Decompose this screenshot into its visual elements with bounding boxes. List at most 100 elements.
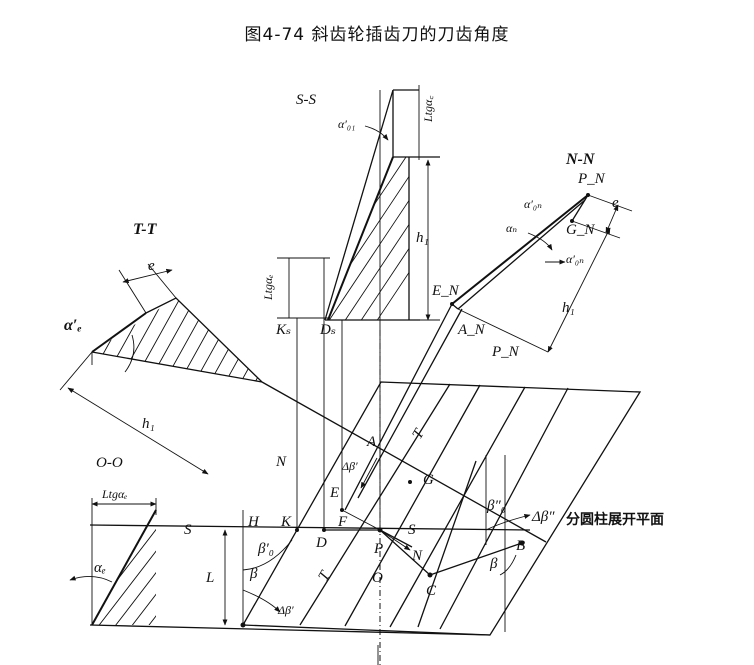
label-n-low: N	[411, 548, 423, 564]
section-nn: N-N P_N α′₀ₙ e G_N αₙ α′₀ₙ E_N h₁ A_N P_…	[431, 151, 633, 360]
nn-alpha-arc	[527, 232, 553, 251]
label-delta-beta-low: Δβ′	[277, 603, 294, 617]
label-en: E_N	[431, 283, 460, 299]
label-h1-ss: h₁	[416, 230, 429, 246]
helix-lines	[299, 383, 569, 630]
label-b: B	[516, 538, 525, 554]
tt-alpha-arc	[124, 334, 135, 373]
f-line	[341, 509, 381, 531]
label-ks: Kₛ	[275, 322, 291, 338]
k-point	[295, 528, 299, 532]
d-point	[322, 528, 326, 532]
nn-projectors	[344, 303, 463, 511]
label-t-upper: T	[410, 425, 429, 442]
n-arrow	[379, 529, 411, 551]
c-point	[427, 572, 433, 578]
oo-alpha-arc	[69, 575, 113, 583]
section-ss: S-S α′₀₁ Ltgα꜀ h₁ Ltgαₑ Kₛ Dₛ	[261, 85, 440, 338]
label-h1-nn: h₁	[562, 300, 575, 316]
label-t-lower: T	[316, 567, 335, 584]
label-an: A_N	[457, 322, 486, 338]
label-c: C	[426, 583, 437, 599]
label-beta0-2: β″₀	[486, 498, 506, 514]
label-alpha01: α′₀₁	[338, 117, 355, 131]
ss-rake-line	[324, 89, 394, 321]
label-p: P	[373, 541, 383, 557]
label-gn: G_N	[566, 222, 595, 238]
label-ltg-alpha-e-left: Ltgαₑ	[101, 487, 127, 501]
plane-outline	[241, 381, 642, 636]
label-beta0-1: β′₀	[257, 541, 274, 557]
oo-flank	[91, 509, 157, 626]
corner-point	[240, 622, 246, 628]
dpn-line	[324, 529, 413, 548]
ss-dim-ltg-e	[277, 257, 330, 319]
tt-hatch	[101, 298, 262, 382]
tt-top-edge	[145, 297, 263, 383]
nn-dim-h1	[547, 227, 611, 353]
tt-dim-e	[122, 268, 173, 284]
oo-hatch	[92, 510, 156, 625]
figure-caption: 图4-74 斜齿轮插齿刀的刀齿角度	[244, 25, 510, 45]
label-e-tt: e	[148, 258, 155, 274]
label-d: D	[315, 535, 327, 551]
nn-base	[457, 308, 549, 353]
label-oo: O-O	[96, 455, 123, 471]
label-beta-right: β	[489, 556, 498, 572]
section-oo: O-O Ltgαₑ S αₑ	[69, 455, 192, 626]
tt-ext	[59, 351, 93, 391]
beta0-2-arc	[485, 513, 531, 531]
nn-face-1	[451, 194, 589, 305]
label-pn-bot: P_N	[491, 344, 520, 360]
label-o: O	[372, 570, 383, 586]
section-tt: T-T e α′ₑ h₁	[59, 221, 263, 475]
beta-arc	[242, 589, 281, 613]
g-point	[408, 480, 412, 484]
label-s-right: S	[408, 522, 416, 538]
b-point	[519, 540, 525, 546]
delta-beta-arrow	[360, 457, 378, 489]
label-f: F	[337, 514, 348, 530]
label-alpha-e: αₑ	[94, 560, 106, 576]
t-line	[261, 381, 547, 543]
label-a: A	[366, 434, 377, 450]
label-ltg-alpha-c: Ltgα꜀	[421, 95, 435, 123]
beta0-arc	[242, 539, 293, 571]
nn-tip	[571, 194, 589, 222]
label-s-left: S	[184, 522, 192, 538]
label-delta-beta2: Δβ″	[531, 509, 555, 525]
tt-rake-face	[91, 312, 147, 353]
tt-dim-h1	[67, 387, 209, 475]
label-e: E	[329, 485, 339, 501]
label-alpha-e-prime: α′ₑ	[64, 317, 82, 334]
label-h1-tt: h₁	[142, 416, 155, 432]
developed-plane: A T Δβ′ G N E β″₀ Δβ″ 分圆柱展开平面 H K F S D …	[89, 90, 664, 665]
label-ds: Dₛ	[319, 322, 336, 338]
ss-alpha-arc	[364, 125, 389, 141]
label-beta-left: β	[249, 566, 258, 582]
label-alpha-0n2: α′₀ₙ	[566, 252, 584, 266]
label-tt: T-T	[133, 221, 158, 238]
beta-right-arc	[499, 554, 517, 576]
vertical-guides	[296, 90, 381, 530]
pcb-line	[379, 529, 523, 576]
label-plane: 分圆柱展开平面	[566, 511, 664, 528]
ss-body	[325, 157, 420, 321]
s-line	[89, 524, 531, 531]
label-e-nn: e	[612, 195, 619, 211]
label-h: H	[247, 514, 260, 530]
helix-line-short	[417, 460, 477, 628]
label-k: K	[280, 514, 292, 530]
label-alpha-0n: α′₀ₙ	[524, 197, 542, 211]
label-ss: S-S	[296, 92, 316, 108]
ss-flank-line	[327, 156, 394, 321]
label-alpha-n: αₙ	[506, 221, 517, 235]
label-delta-beta: Δβ′	[341, 459, 358, 473]
label-n-mid: N	[275, 454, 287, 470]
ground-line	[89, 624, 491, 636]
tt-base-line	[91, 351, 263, 383]
label-ltg-alpha-e: Ltgαₑ	[261, 275, 275, 301]
label-pn-top: P_N	[577, 171, 606, 187]
label-nn: N-N	[565, 151, 596, 168]
